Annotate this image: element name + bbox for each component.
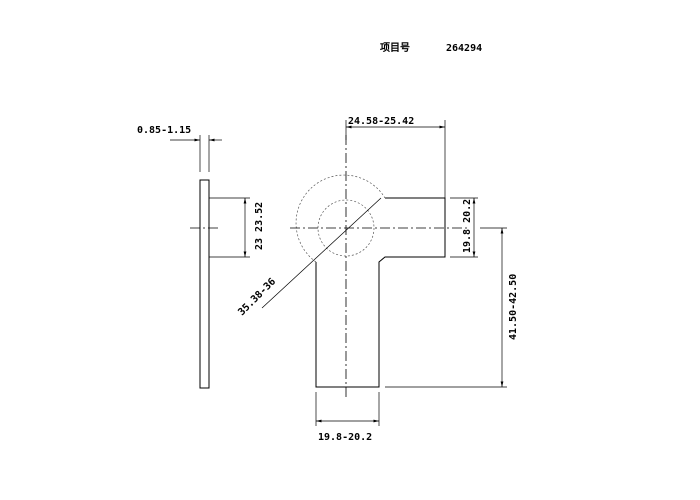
title-value: 264294	[446, 43, 482, 54]
title-label: 项目号	[380, 42, 410, 54]
side-view: 0.85-1.15 23 23.52	[137, 125, 265, 389]
stem-width-dim: 19.8-20.2	[318, 432, 372, 443]
arm-length-dim: 24.58-25.42	[348, 116, 414, 127]
front-view: 35.38-36 24.58-25.42 19.8 20.2 41.50-42.…	[236, 116, 519, 443]
stem-length-dim: 41.50-42.50	[508, 274, 519, 340]
side-height-dim: 23 23.52	[254, 202, 265, 250]
thickness-dim: 0.85-1.15	[137, 125, 191, 136]
arm-width-dim: 19.8 20.2	[462, 199, 473, 253]
diameter-dim: 35.38-36	[236, 276, 278, 318]
